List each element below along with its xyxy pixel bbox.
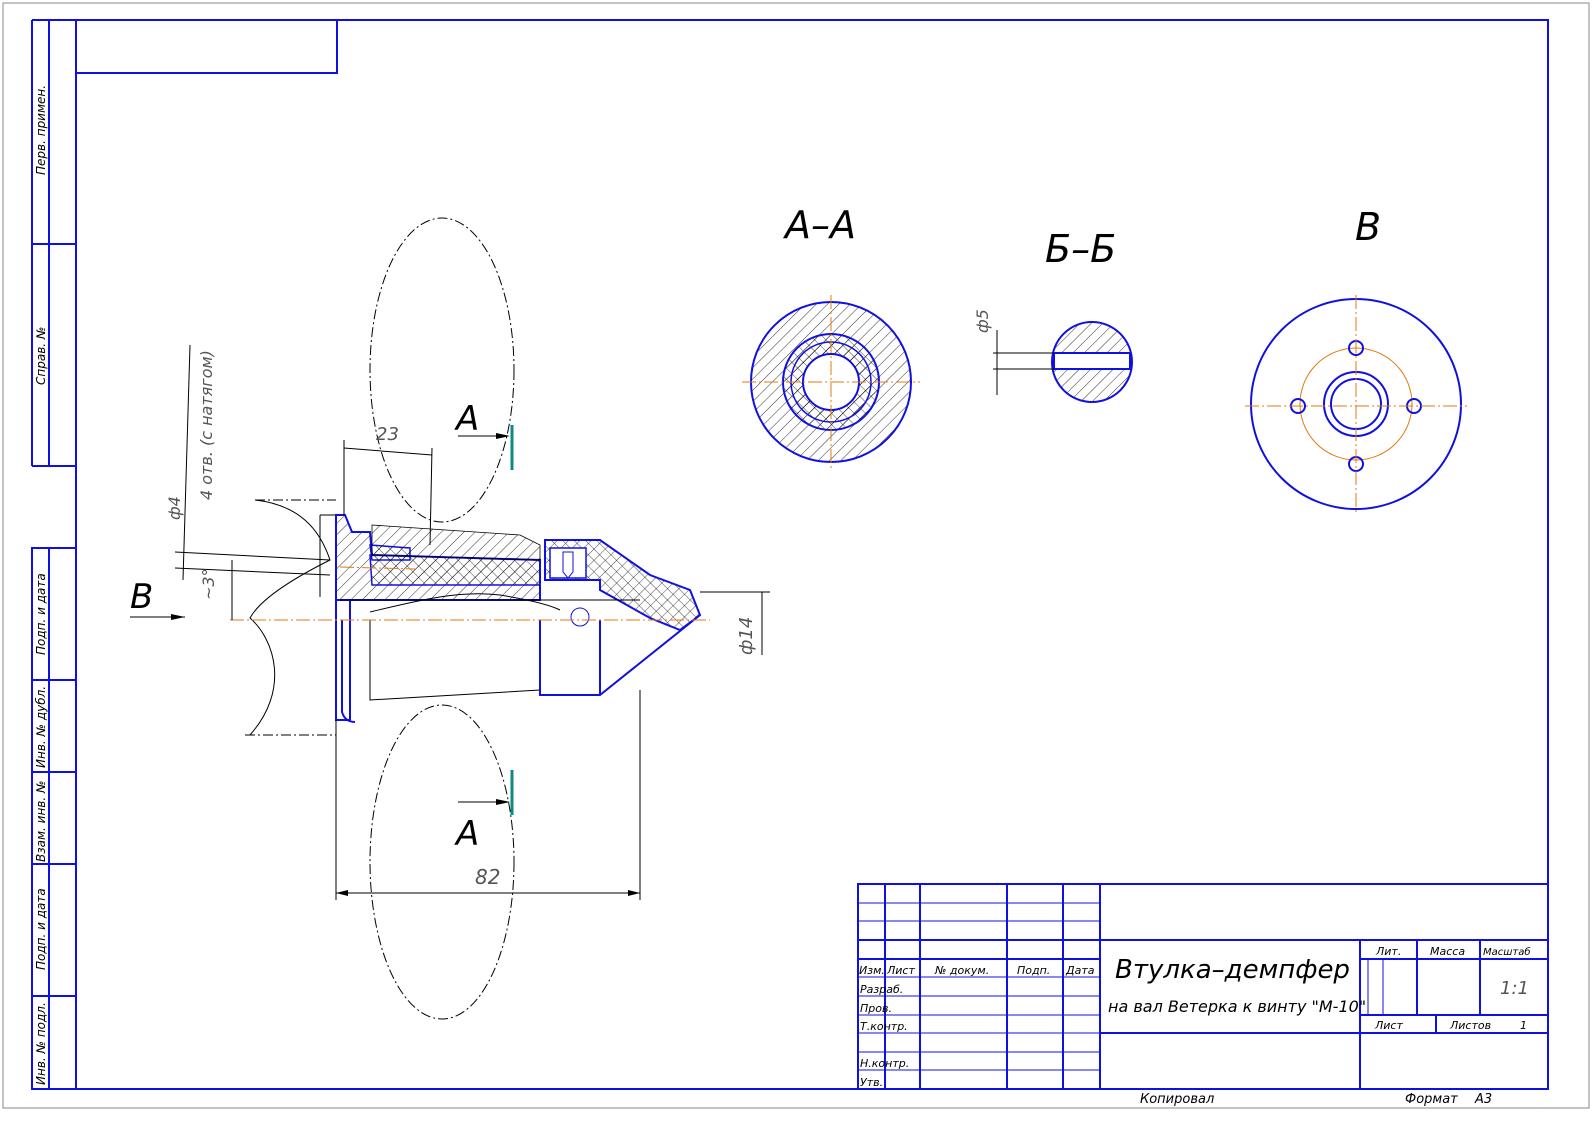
header-doc: № докум. — [934, 964, 989, 977]
main-view — [230, 217, 710, 1020]
dim-d4: ф4 — [165, 496, 184, 520]
drawing-subtitle: на вал Ветерка к винту "М-10" — [1108, 997, 1366, 1016]
dim-holes: 4 отв. (с натягом) — [197, 350, 216, 500]
masshtab-label: Масштаб — [1483, 946, 1531, 958]
section-a-a-label: А–А — [782, 203, 856, 247]
scale-value: 1:1 — [1500, 978, 1529, 999]
view-marker-v: В — [130, 577, 153, 617]
role-label: Т.контр. — [860, 1020, 908, 1033]
drawing-title: Втулка–демпфер — [1115, 955, 1350, 985]
sheet-frame — [2, 2, 1590, 1109]
title-block: Изм. Лист № докум. Подп. Дата Разраб. Пр… — [857, 883, 1549, 1090]
copied-label: Копировал — [1140, 1092, 1214, 1107]
format-value: A3 — [1474, 1092, 1492, 1107]
dim-d5: ф5 — [973, 309, 992, 333]
header-podp: Подп. — [1017, 964, 1050, 977]
section-marker-a-top: А — [454, 399, 479, 439]
margin-labels: Перв. примен. Справ. № Подп. и дата Инв.… — [34, 85, 48, 1085]
margin-label: Подп. и дата — [34, 888, 48, 970]
margin-label: Инв. № подл. — [34, 1002, 48, 1085]
margin-label: Взам. инв. № — [34, 781, 48, 862]
view-v: В — [1245, 205, 1467, 512]
role-label: Утв. — [860, 1076, 883, 1089]
dim-23: 23 — [376, 424, 399, 445]
dimensions: 23 82 ф14 ф4 4 отв. (с натягом) ~3° В А … — [130, 344, 770, 900]
section-a-a: А–А — [742, 203, 920, 470]
margin-label: Инв. № дубл. — [34, 686, 48, 768]
margin-label: Подп. и дата — [34, 573, 48, 655]
margin-label: Справ. № — [34, 327, 48, 385]
footer: Копировал Формат A3 — [1140, 1092, 1492, 1107]
dim-angle: ~3° — [199, 568, 218, 600]
view-v-label: В — [1355, 205, 1381, 249]
massa-label: Масса — [1430, 945, 1465, 958]
section-b-b-label: Б–Б — [1045, 227, 1116, 271]
sheets-count: 1 — [1520, 1019, 1527, 1032]
role-label: Пров. — [860, 1002, 892, 1015]
sheet-label: Лист — [1374, 1019, 1403, 1032]
sheets-label: Листов — [1449, 1019, 1491, 1032]
header-izm: Изм. — [859, 964, 885, 977]
section-b-b: Б–Б ф5 — [973, 227, 1133, 403]
role-label: Разраб. — [860, 983, 903, 996]
dim-d14: ф14 — [736, 617, 757, 655]
margin-label: Перв. примен. — [34, 85, 48, 175]
section-marker-a-bottom: А — [454, 814, 479, 854]
format-label: Формат — [1405, 1092, 1458, 1107]
dim-82: 82 — [475, 865, 500, 889]
role-label: Н.контр. — [860, 1057, 909, 1070]
header-list: Лист — [886, 964, 915, 977]
header-data: Дата — [1065, 964, 1095, 977]
lit-label: Лит. — [1375, 945, 1401, 958]
